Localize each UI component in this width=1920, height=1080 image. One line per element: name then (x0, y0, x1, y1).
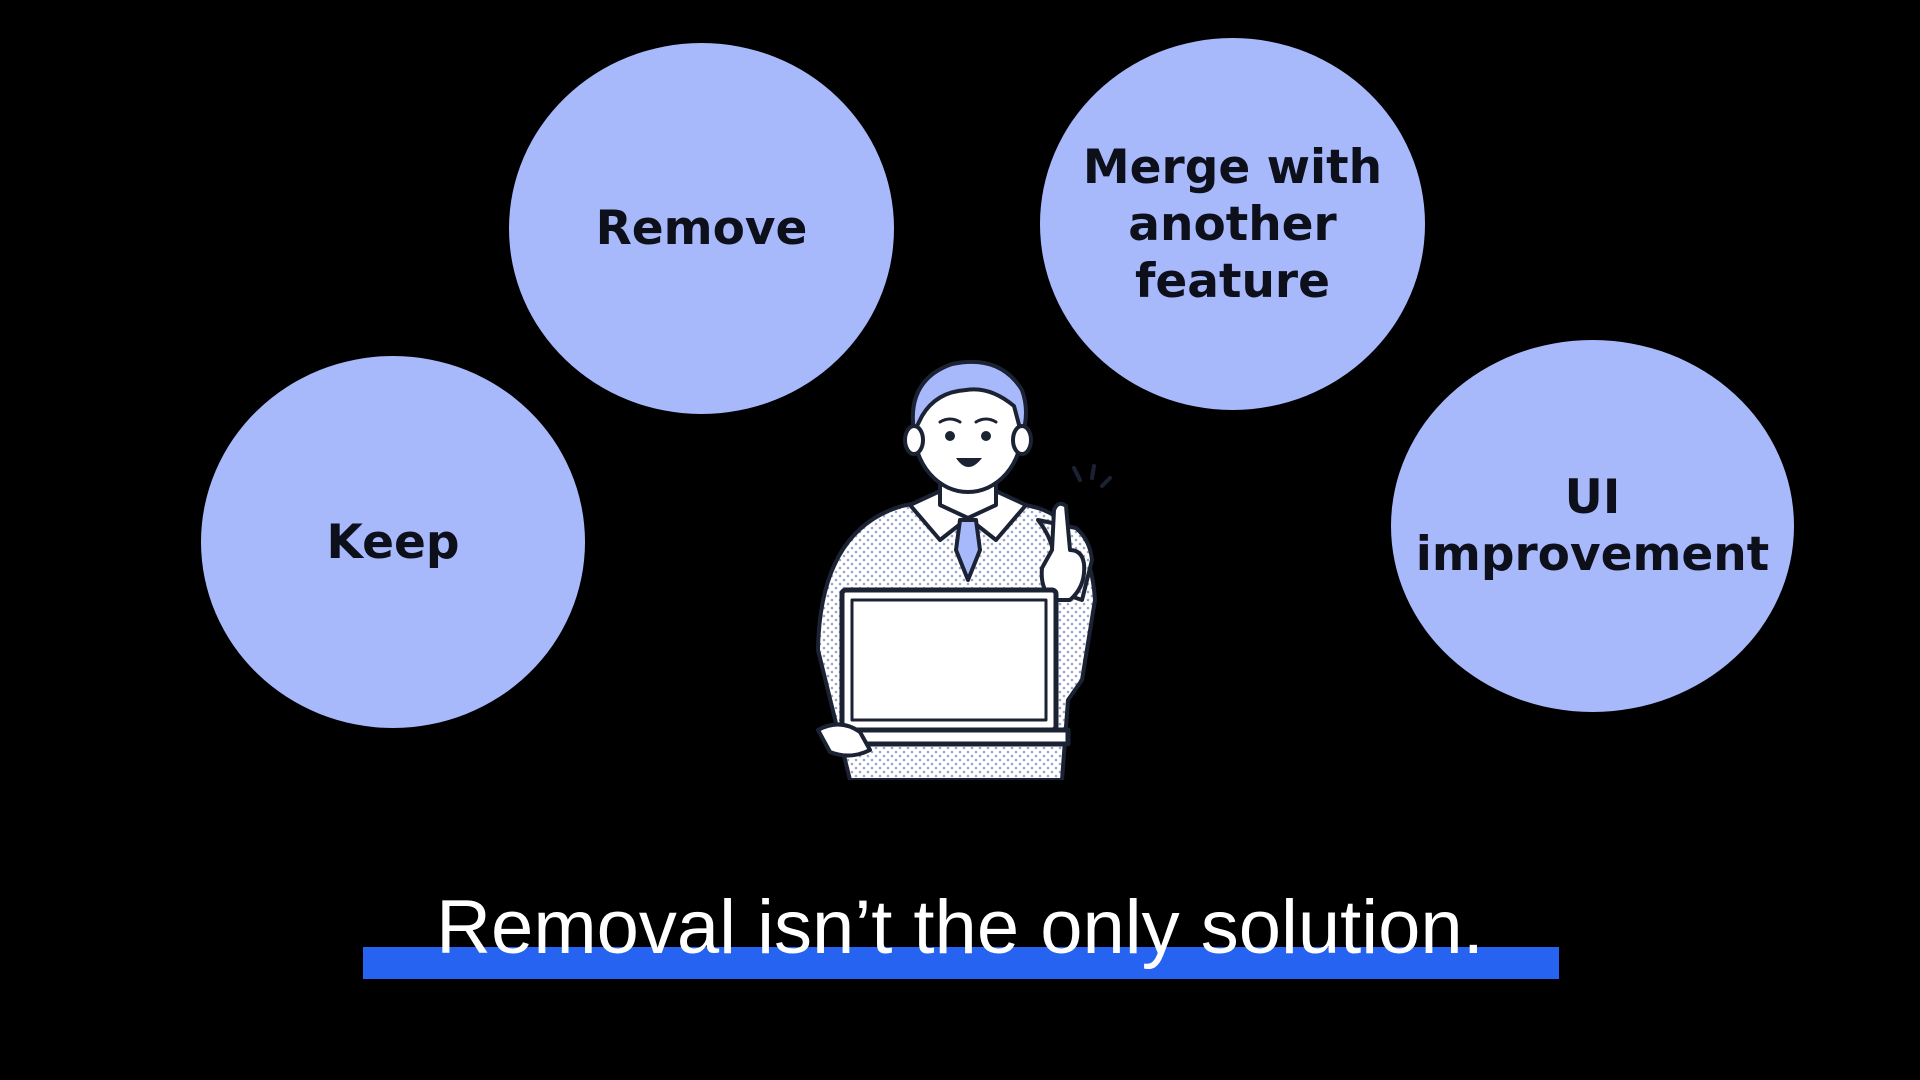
caption-underline (363, 947, 1559, 979)
option-bubble-keep: Keep (201, 356, 585, 728)
option-bubble-remove: Remove (509, 43, 894, 414)
caption-text: Removal isn’t the only solution. (436, 885, 1484, 970)
person-with-laptop-illustration (816, 359, 1112, 780)
option-label-remove: Remove (595, 201, 808, 256)
option-bubble-merge: Merge with another feature (1040, 38, 1425, 410)
option-label-keep: Keep (326, 514, 460, 570)
option-label-merge: Merge with another feature (1082, 139, 1383, 309)
option-label-ui-improvement: UI improvement (1415, 470, 1770, 582)
option-bubble-ui-improvement: UI improvement (1391, 340, 1794, 712)
